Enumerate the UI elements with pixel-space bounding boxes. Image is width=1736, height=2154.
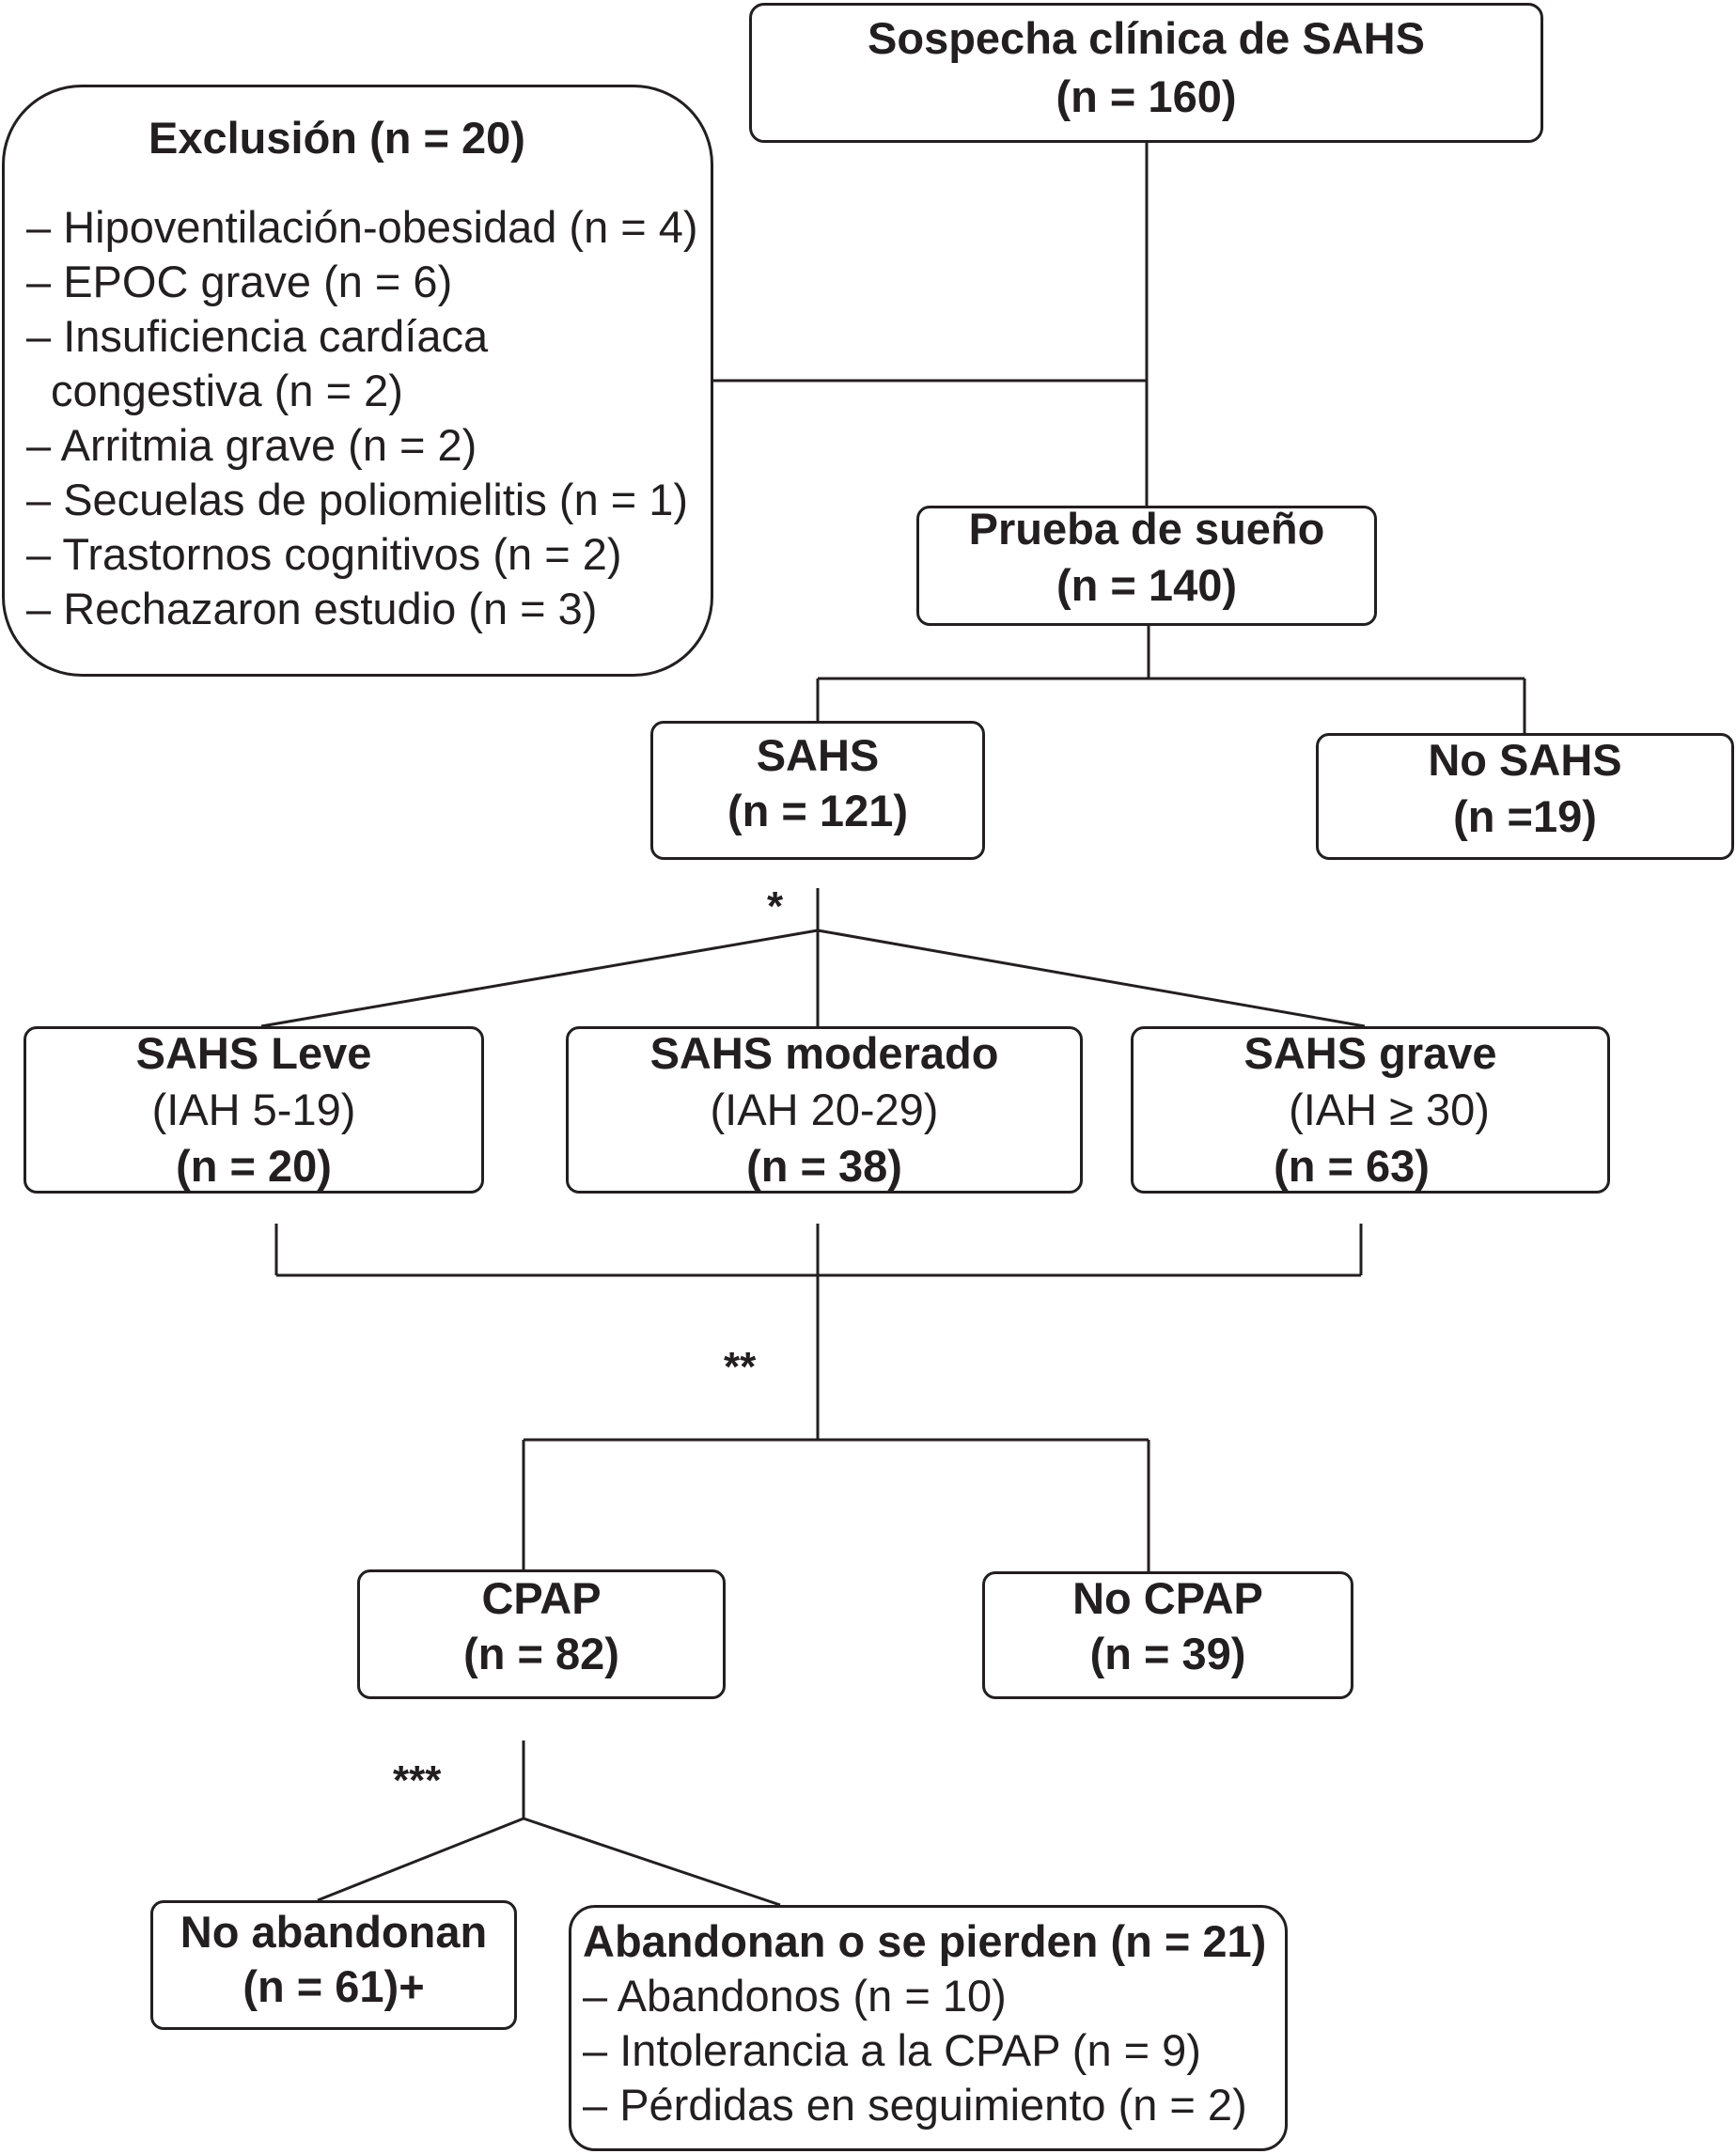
node-moderado-count: (n = 38)	[746, 1141, 902, 1191]
marker-double-asterisk: **	[724, 1344, 757, 1390]
node-sospecha	[749, 3, 1543, 143]
node-no-cpap-count: (n = 39)	[1089, 1629, 1246, 1678]
node-cpap-count: (n = 82)	[463, 1629, 619, 1678]
exclusion-item: – Insuficiencia cardíaca	[26, 311, 489, 361]
node-no-sahs	[1316, 733, 1734, 860]
node-sahs-moderado	[566, 1026, 1083, 1194]
node-prueba-sueno	[916, 506, 1377, 626]
abandonan-item: – Pérdidas en seguimiento (n = 2)	[583, 2080, 1247, 2130]
node-grave-iah: (IAH ≥ 30)	[1289, 1085, 1490, 1134]
node-cpap-title: CPAP	[481, 1573, 602, 1623]
node-no-cpap	[982, 1571, 1353, 1699]
node-leve-count: (n = 20)	[176, 1141, 332, 1191]
exclusion-item: – Rechazaron estudio (n = 3)	[26, 584, 598, 633]
node-no-abandonan-title: No abandonan	[180, 1907, 488, 1957]
node-no-abandonan	[150, 1900, 517, 2030]
abandonan-item: – Intolerancia a la CPAP (n = 9)	[583, 2025, 1201, 2075]
node-prueba-count: (n = 140)	[1056, 560, 1237, 610]
node-moderado-title: SAHS moderado	[649, 1028, 999, 1078]
abandonan-item: – Abandonos (n = 10)	[583, 1971, 1007, 2021]
exclusion-item: – Arritmia grave (n = 2)	[26, 420, 477, 470]
abandonan-title: Abandonan o se pierden (n = 21)	[583, 1916, 1267, 1966]
exclusion-item: – Trastornos cognitivos (n = 2)	[26, 529, 622, 579]
node-grave-count: (n = 63)	[1274, 1141, 1430, 1191]
node-sahs-count: (n = 121)	[727, 786, 908, 835]
node-moderado-iah: (IAH 20-29)	[710, 1085, 939, 1134]
node-no-sahs-count: (n =19)	[1453, 791, 1597, 841]
node-leve-iah: (IAH 5-19)	[151, 1085, 356, 1134]
node-prueba-title: Prueba de sueño	[968, 504, 1325, 554]
node-sospecha-count: (n = 160)	[1056, 71, 1237, 121]
exclusion-item: congestiva (n = 2)	[51, 366, 403, 415]
node-grave-title: SAHS grave	[1243, 1028, 1497, 1078]
node-no-abandonan-count: (n = 61)+	[242, 1961, 425, 2011]
exclusion-item: – Secuelas de poliomielitis (n = 1)	[26, 475, 689, 524]
node-no-sahs-title: No SAHS	[1428, 735, 1622, 785]
node-abandonan	[569, 1905, 1288, 2151]
node-sahs	[650, 721, 985, 860]
node-leve-title: SAHS Leve	[135, 1028, 372, 1078]
node-sahs-leve	[23, 1026, 484, 1194]
node-exclusion	[2, 85, 713, 677]
node-cpap	[357, 1569, 726, 1699]
node-sospecha-title: Sospecha clínica de SAHS	[868, 13, 1425, 63]
exclusion-item: – EPOC grave (n = 6)	[26, 257, 453, 306]
node-sahs-title: SAHS	[756, 730, 880, 780]
exclusion-title: Exclusión (n = 20)	[149, 113, 525, 163]
exclusion-item: – Hipoventilación-obesidad (n = 4)	[26, 202, 698, 252]
node-sahs-grave	[1131, 1026, 1610, 1194]
marker-single-asterisk: *	[767, 883, 784, 929]
marker-triple-asterisk: ***	[393, 1757, 442, 1803]
node-no-cpap-title: No CPAP	[1072, 1573, 1263, 1623]
